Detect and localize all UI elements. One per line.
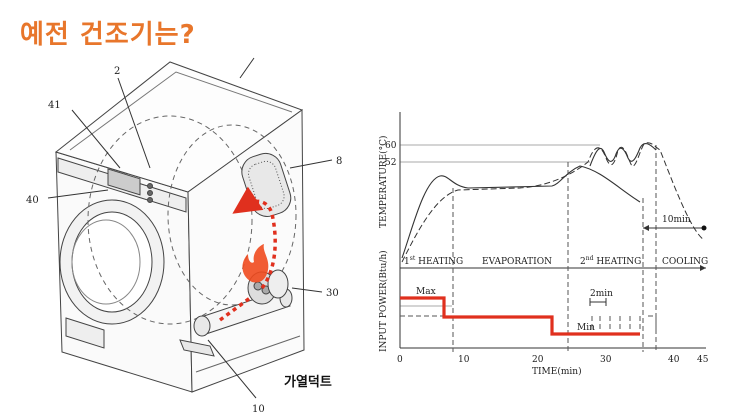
dryer-drawing: [47, 57, 333, 399]
display-window: [107, 168, 141, 196]
phase-cooling: COOLING: [662, 257, 708, 267]
ref-30: 30: [326, 288, 339, 299]
temp-tick-60: 60: [385, 141, 397, 151]
phase-2nd-heating: 2nd HEATING: [580, 255, 641, 267]
time-tick-40: 40: [668, 355, 680, 365]
slide-title: 예전 건조기는?: [20, 20, 196, 50]
ref-41: 41: [48, 100, 61, 111]
two-min-label: 2min: [590, 289, 613, 299]
heater-flame-icon: [242, 244, 269, 283]
min-label: Min: [577, 323, 595, 333]
airflow-path: [232, 186, 277, 290]
temperature-curve-solid: [401, 165, 641, 259]
airflow-path-lower: [218, 296, 252, 322]
time-axis-label: TIME(min): [532, 366, 582, 377]
ten-min-label: 10min: [662, 215, 691, 225]
ref-40: 40: [26, 195, 39, 206]
time-tick-10: 10: [458, 355, 470, 365]
temp-tick-52: 52: [385, 158, 396, 168]
ref-10: 10: [252, 404, 265, 415]
power-axis-label: INPUT POWER(Btu/h): [378, 250, 389, 352]
time-tick-45: 45: [697, 355, 709, 365]
max-label: Max: [416, 287, 436, 297]
temperature-curve-dashed: [401, 142, 705, 263]
time-tick-0: 0: [397, 355, 403, 365]
phase-1st-heating: 1st HEATING: [404, 255, 463, 267]
temperature-axis-label: TEMPERATURE(°C): [378, 135, 389, 228]
ref-2: 2: [114, 66, 120, 77]
heater-duct-label: 가열덕트: [284, 374, 332, 390]
input-power-line: [400, 296, 640, 336]
time-tick-30: 30: [600, 355, 612, 365]
ref-8: 8: [336, 156, 342, 167]
time-tick-20: 20: [532, 355, 544, 365]
drying-cycle-chart: 10min 2min Max Min 1st HEATING EVAPORATI…: [378, 112, 709, 377]
phase-evaporation: EVAPORATION: [482, 257, 552, 267]
